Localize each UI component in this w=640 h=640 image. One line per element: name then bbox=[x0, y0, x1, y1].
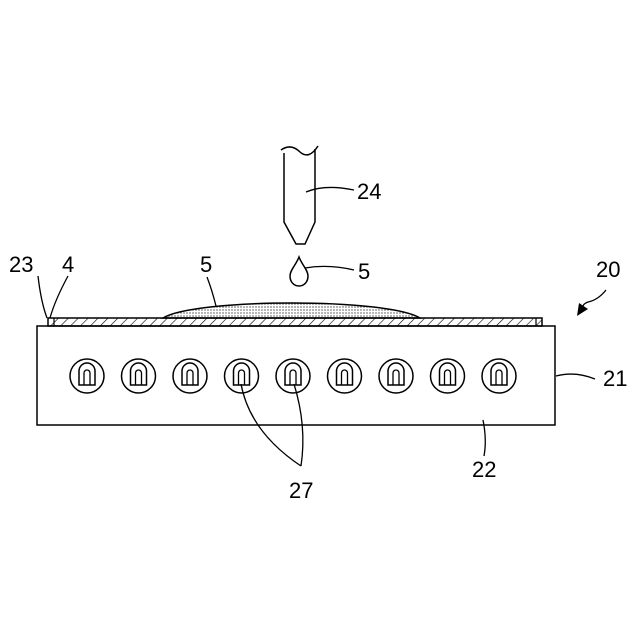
heater-element bbox=[122, 359, 156, 393]
label-film: 5 bbox=[200, 254, 212, 276]
substrate-layer bbox=[48, 318, 542, 326]
apparatus-arrow bbox=[577, 290, 606, 316]
droplet bbox=[290, 257, 308, 286]
label-housing: 21 bbox=[603, 368, 627, 390]
heater-element bbox=[379, 359, 413, 393]
label-nozzle: 24 bbox=[357, 181, 381, 203]
heater-element bbox=[276, 359, 310, 393]
heater-element bbox=[482, 359, 516, 393]
heater-element bbox=[173, 359, 207, 393]
label-droplet: 5 bbox=[358, 261, 370, 283]
heater-element bbox=[328, 359, 362, 393]
label-frame: 23 bbox=[9, 254, 33, 276]
label-apparatus: 20 bbox=[596, 259, 620, 281]
heater-element bbox=[70, 359, 104, 393]
liquid-film bbox=[163, 303, 420, 318]
label-layer: 4 bbox=[62, 254, 74, 276]
heater-row bbox=[70, 359, 516, 393]
nozzle bbox=[281, 146, 318, 244]
label-chamber: 22 bbox=[472, 459, 496, 481]
label-heaters: 27 bbox=[289, 480, 313, 502]
heater-element bbox=[431, 359, 465, 393]
